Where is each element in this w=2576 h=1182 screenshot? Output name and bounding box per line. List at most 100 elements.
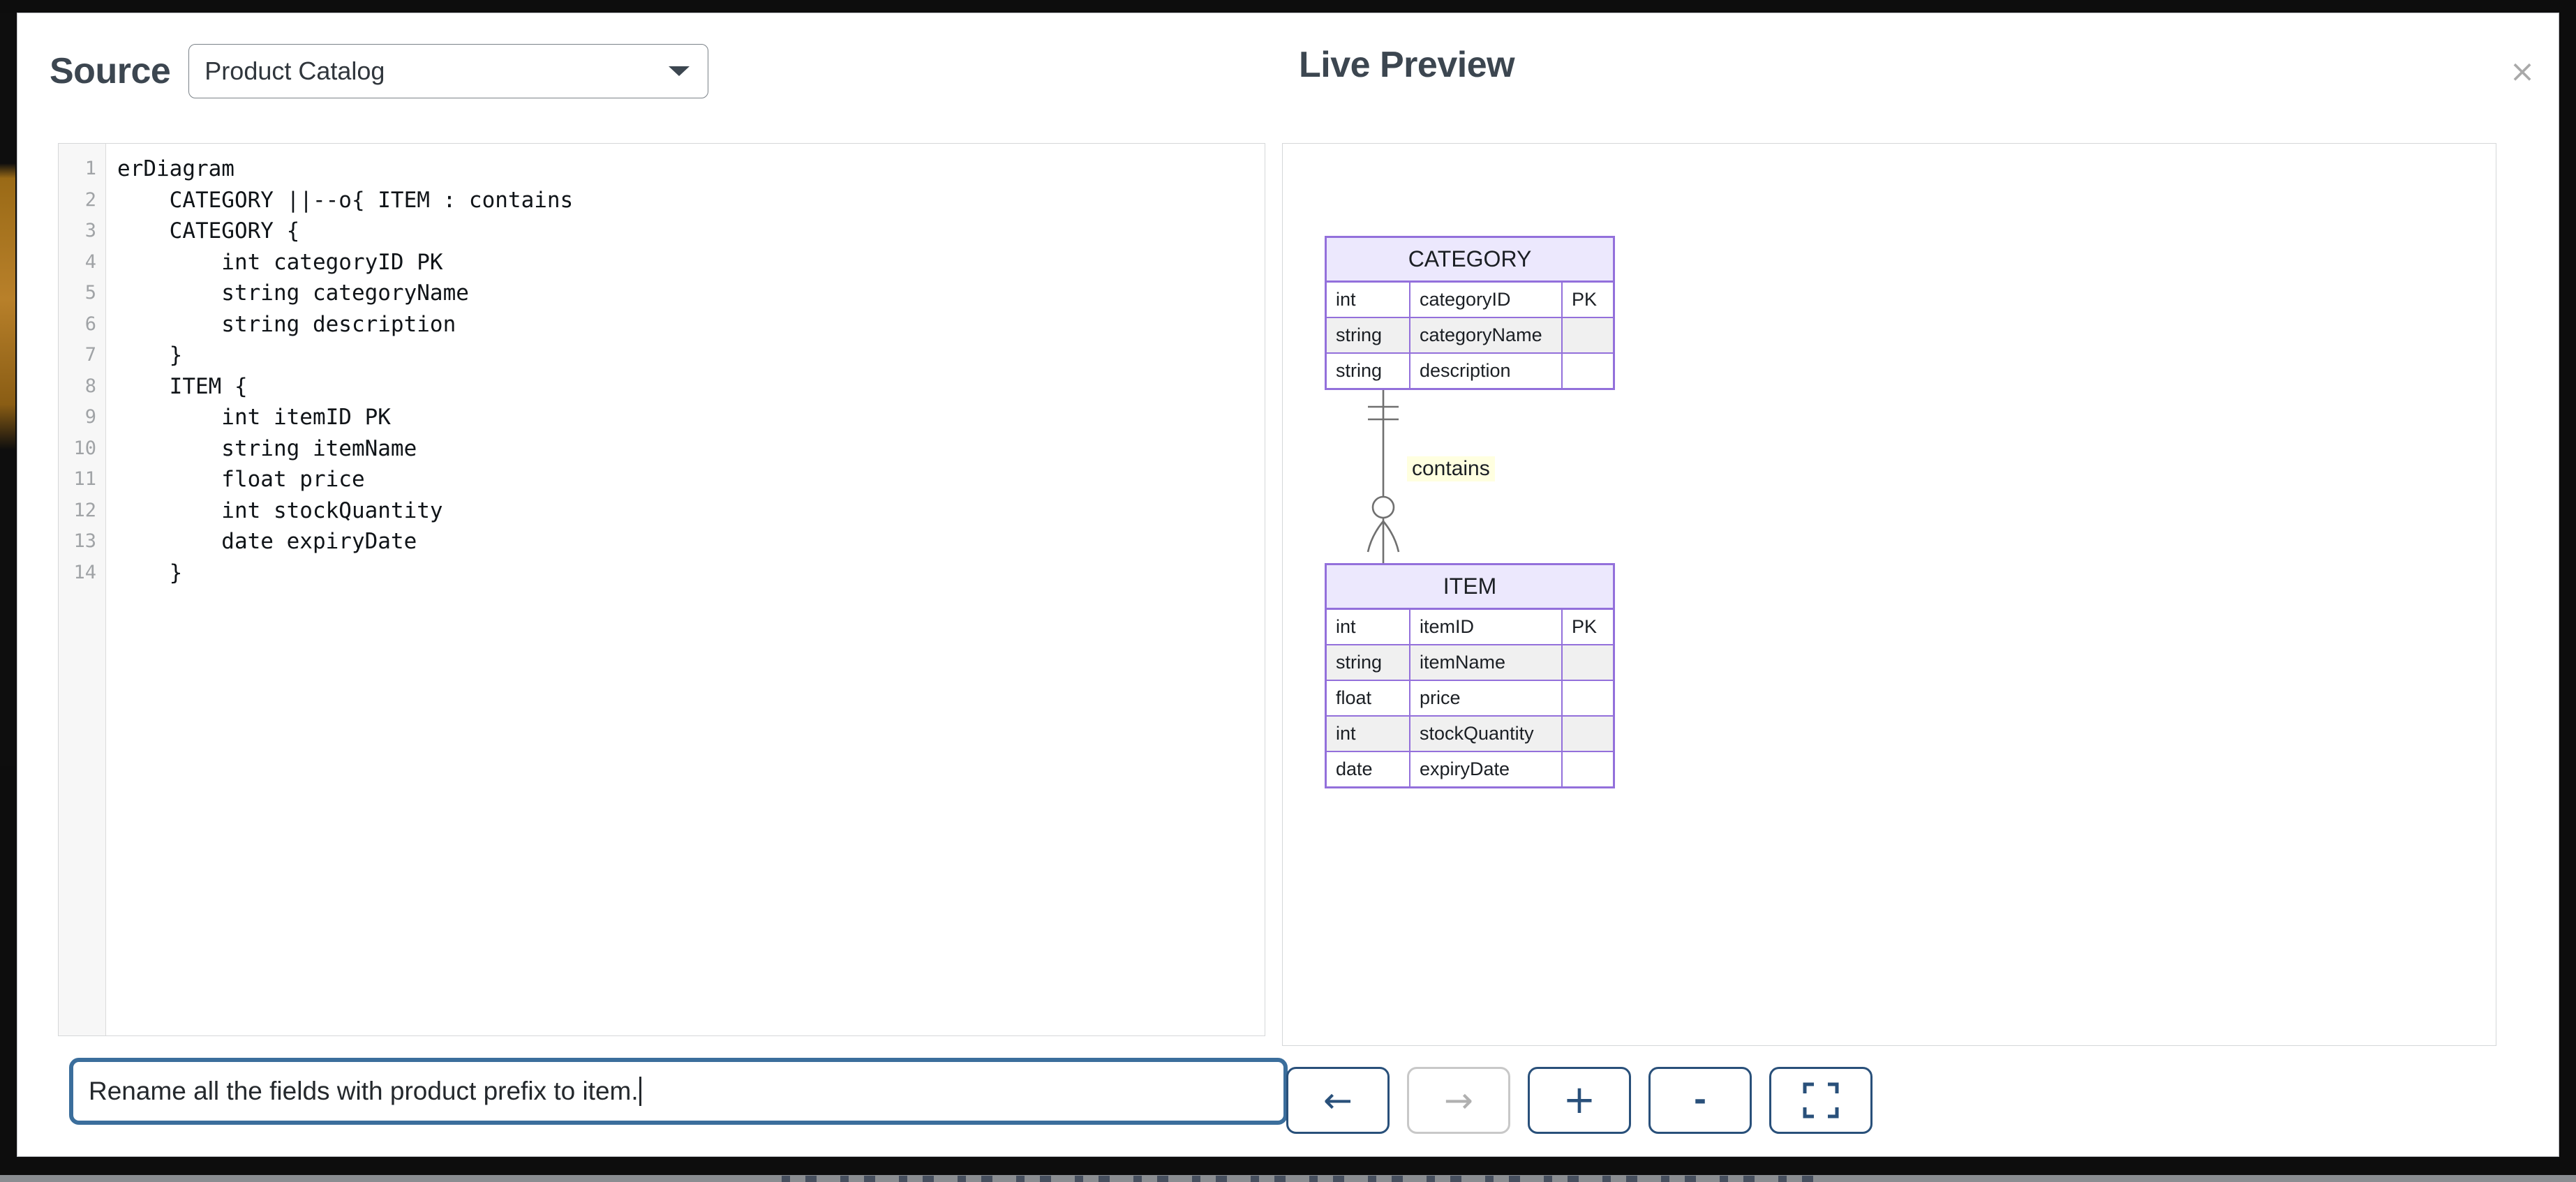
er-attr-type: date [1325,751,1410,788]
er-attr-name: expiryDate [1409,751,1563,788]
page-title: Source [50,51,171,91]
er-attribute-row: int itemID PK [1325,608,1615,645]
er-attr-key: PK [1561,608,1615,645]
er-attribute-row: int stockQuantity [1325,715,1615,752]
code-line: date expiryDate [117,529,417,554]
er-attribute-row: string description [1325,352,1615,390]
er-relationship-line-icon [1367,390,1400,563]
zoom-out-button[interactable]: - [1648,1067,1752,1134]
code-line: string itemName [117,435,417,461]
code-line: } [117,560,183,585]
er-attr-type: string [1325,644,1410,681]
er-attr-key [1561,751,1615,788]
code-line: } [117,343,183,368]
plus-icon: + [1563,1077,1596,1123]
er-attr-name: description [1409,352,1563,390]
chevron-down-icon [669,66,690,76]
line-number: 5 [84,282,96,304]
preview-header: Live Preview [1299,44,1515,86]
er-entity-item[interactable]: ITEM int itemID PK string itemName [1325,563,1615,788]
background-app-bottom-text [782,1176,1829,1182]
code-line: float price [117,467,365,492]
diagram-preview-canvas[interactable]: CATEGORY int categoryID PK string catego… [1282,143,2496,1046]
er-attribute-row: string itemName [1325,644,1615,681]
code-line: int categoryID PK [117,249,443,275]
er-entity-header: ITEM [1325,564,1614,610]
prompt-input[interactable]: Rename all the fields with product prefi… [69,1058,1288,1125]
er-attr-key [1561,680,1615,717]
er-entity-name: CATEGORY [1325,237,1614,283]
fit-screen-button[interactable] [1769,1067,1873,1134]
er-attr-key [1561,715,1615,752]
er-entity-category[interactable]: CATEGORY int categoryID PK string catego… [1325,236,1615,390]
er-entity-header: CATEGORY [1325,237,1614,283]
background-app-bottom-strip [0,1175,2576,1182]
er-attr-name: itemID [1409,608,1563,645]
code-line: int itemID PK [117,405,391,430]
undo-button[interactable]: ← [1286,1067,1390,1134]
preview-panel: Live Preview CATEGORY int categoryID PK [1282,13,2559,1156]
line-number: 7 [84,344,96,366]
line-number: 1 [84,158,96,179]
code-line: string categoryName [117,280,469,306]
er-attr-type: int [1325,608,1410,645]
preview-toolbar: ← → + - [1286,1067,1873,1134]
line-number: 11 [73,468,96,490]
er-attr-key [1561,317,1615,354]
diagram-select-value: Product Catalog [204,57,385,85]
er-attribute-row: date expiryDate [1325,751,1615,788]
er-relationship-contains: contains [1325,390,1562,563]
er-attr-name: itemName [1409,644,1563,681]
code-line: CATEGORY ||--o{ ITEM : contains [117,187,574,213]
line-number: 10 [73,437,96,459]
background-app-left-edge [0,13,15,766]
er-attr-type: int [1325,715,1410,752]
er-entity-name: ITEM [1325,564,1614,610]
zoom-in-button[interactable]: + [1528,1067,1631,1134]
er-attr-name: categoryID [1409,280,1563,318]
er-attr-key [1561,352,1615,390]
line-number: 14 [73,561,96,583]
er-attr-key: PK [1561,280,1615,318]
line-number: 9 [84,406,96,428]
fit-screen-icon [1803,1082,1839,1119]
redo-button: → [1407,1067,1510,1134]
code-line: string description [117,311,456,337]
text-cursor [639,1077,641,1106]
line-number: 6 [84,313,96,335]
er-attr-name: stockQuantity [1409,715,1563,752]
er-attribute-row: float price [1325,680,1615,717]
line-number: 3 [84,220,96,241]
er-attr-type: string [1325,352,1410,390]
line-number: 4 [84,250,96,273]
arrow-left-icon: ← [1323,1080,1353,1121]
diagram-select[interactable]: Product Catalog [188,44,709,98]
line-number: 8 [84,375,96,397]
er-attr-name: price [1409,680,1563,717]
code-line: int stockQuantity [117,498,443,523]
source-header: Source Product Catalog [50,44,709,98]
er-attribute-row: int categoryID PK [1325,280,1615,318]
prompt-field-wrapper: Rename all the fields with product prefi… [69,1058,1288,1125]
line-number: 2 [84,188,96,211]
close-icon[interactable]: × [2509,54,2536,89]
code-line: erDiagram [117,156,234,181]
code-content[interactable]: erDiagram CATEGORY ||--o{ ITEM : contain… [106,144,1265,1035]
er-attr-type: int [1325,280,1410,318]
code-line: ITEM { [117,373,248,399]
preview-title: Live Preview [1299,45,1515,85]
code-line: CATEGORY { [117,218,300,244]
arrow-right-icon: → [1444,1080,1473,1121]
line-number: 13 [73,530,96,552]
er-diagram: CATEGORY int categoryID PK string catego… [1325,236,1615,788]
prompt-input-value: Rename all the fields with product prefi… [89,1077,639,1105]
er-attr-key [1561,644,1615,681]
er-attr-type: string [1325,317,1410,354]
line-number: 12 [73,499,96,521]
er-attr-type: float [1325,680,1410,717]
er-attr-name: categoryName [1409,317,1563,354]
